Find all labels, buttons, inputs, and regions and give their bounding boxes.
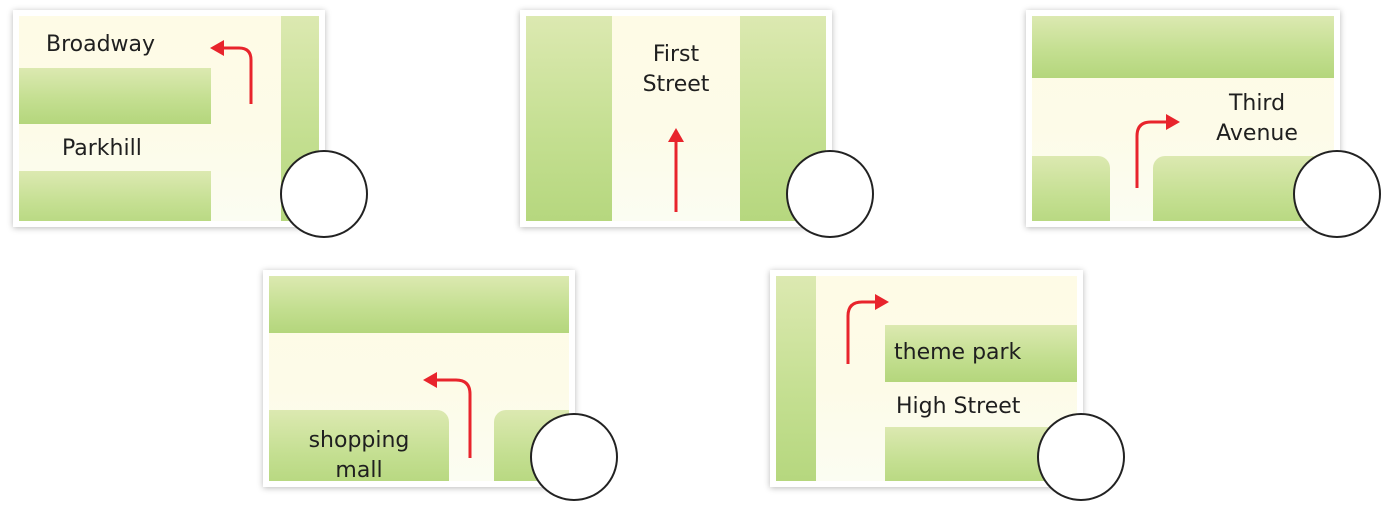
answer-circle[interactable] xyxy=(1037,413,1125,501)
answer-circle[interactable] xyxy=(1293,150,1381,238)
map-panel-first-street: First Street xyxy=(520,10,832,227)
turn-right-arrow-icon xyxy=(1135,114,1180,188)
building-block xyxy=(269,276,569,333)
place-label-theme-park: theme park xyxy=(894,340,1022,365)
turn-left-arrow-icon xyxy=(210,40,253,104)
place-label-shopping: shopping xyxy=(308,428,410,453)
straight-ahead-arrow-icon xyxy=(668,128,684,212)
building-block xyxy=(776,276,816,481)
map-panel-third-avenue: Third Avenue xyxy=(1026,10,1340,227)
building-block xyxy=(19,171,211,221)
street-label-first: First xyxy=(652,42,700,67)
turn-left-arrow-icon xyxy=(423,372,472,458)
street-label-parkhill: Parkhill xyxy=(62,136,142,161)
street-label-third: Third xyxy=(1228,91,1286,116)
place-label-mall: mall xyxy=(335,458,383,483)
street-label-street: Street xyxy=(642,72,710,97)
street-label-high-street: High Street xyxy=(896,394,1021,419)
building-block xyxy=(885,325,1077,382)
answer-circle[interactable] xyxy=(280,150,368,238)
building-block xyxy=(269,410,449,481)
building-block xyxy=(1032,156,1110,221)
turn-right-arrow-icon xyxy=(846,294,889,364)
map-panel-broadway: Broadway Parkhill xyxy=(13,10,325,227)
building-block xyxy=(526,16,612,221)
building-block xyxy=(19,68,211,124)
map-panel-shopping-mall: shopping mall xyxy=(263,270,575,487)
street-label-avenue: Avenue xyxy=(1216,121,1298,146)
answer-circle[interactable] xyxy=(786,150,874,238)
street-label-broadway: Broadway xyxy=(46,32,156,57)
answer-circle[interactable] xyxy=(530,413,618,501)
building-block xyxy=(1032,16,1334,78)
